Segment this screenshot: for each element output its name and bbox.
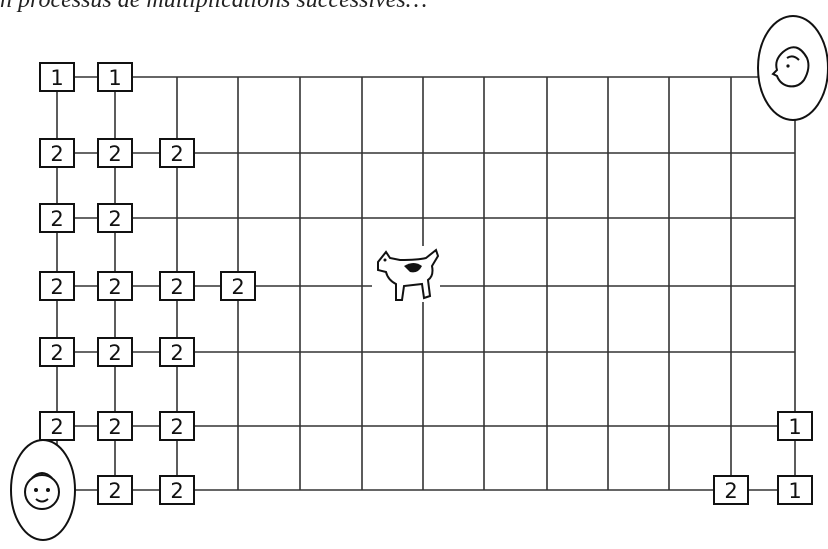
number-box-label: 2 (50, 341, 63, 365)
number-box-label: 2 (170, 142, 183, 166)
number-box: 1 (778, 476, 812, 504)
number-box-label: 2 (108, 207, 121, 231)
number-box-label: 2 (170, 415, 183, 439)
baby-face-icon (11, 440, 75, 540)
number-box: 2 (40, 139, 74, 167)
number-box-label: 2 (50, 142, 63, 166)
number-box: 2 (714, 476, 748, 504)
number-box: 2 (98, 412, 132, 440)
number-box: 2 (98, 139, 132, 167)
number-box: 1 (40, 63, 74, 91)
number-box-label: 2 (50, 207, 63, 231)
number-box: 2 (160, 139, 194, 167)
number-box: 2 (98, 476, 132, 504)
adult-head-icon (758, 16, 828, 120)
number-box: 2 (40, 338, 74, 366)
number-box-label: 2 (724, 479, 737, 503)
number-box: 2 (40, 272, 74, 300)
number-box-label: 2 (108, 479, 121, 503)
number-box-label: 2 (108, 275, 121, 299)
number-box: 2 (40, 412, 74, 440)
number-box-label: 1 (50, 66, 63, 90)
number-box-label: 1 (788, 415, 801, 439)
number-box: 2 (160, 476, 194, 504)
number-box-label: 2 (170, 479, 183, 503)
number-box: 2 (98, 338, 132, 366)
number-box-label: 2 (170, 275, 183, 299)
dog-icon (372, 246, 440, 302)
number-box-label: 2 (50, 275, 63, 299)
number-box-label: 2 (231, 275, 244, 299)
number-box: 1 (98, 63, 132, 91)
number-box: 1 (778, 412, 812, 440)
number-box: 2 (160, 338, 194, 366)
number-box: 2 (98, 272, 132, 300)
number-box-label: 2 (108, 415, 121, 439)
number-box-label: 1 (788, 479, 801, 503)
number-box: 2 (98, 204, 132, 232)
number-box-label: 2 (108, 341, 121, 365)
number-box-label: 2 (170, 341, 183, 365)
number-box: 2 (221, 272, 255, 300)
number-box: 2 (160, 412, 194, 440)
number-box: 2 (40, 204, 74, 232)
number-box-label: 2 (50, 415, 63, 439)
number-box-label: 1 (108, 66, 121, 90)
number-box: 2 (160, 272, 194, 300)
number-box-label: 2 (108, 142, 121, 166)
